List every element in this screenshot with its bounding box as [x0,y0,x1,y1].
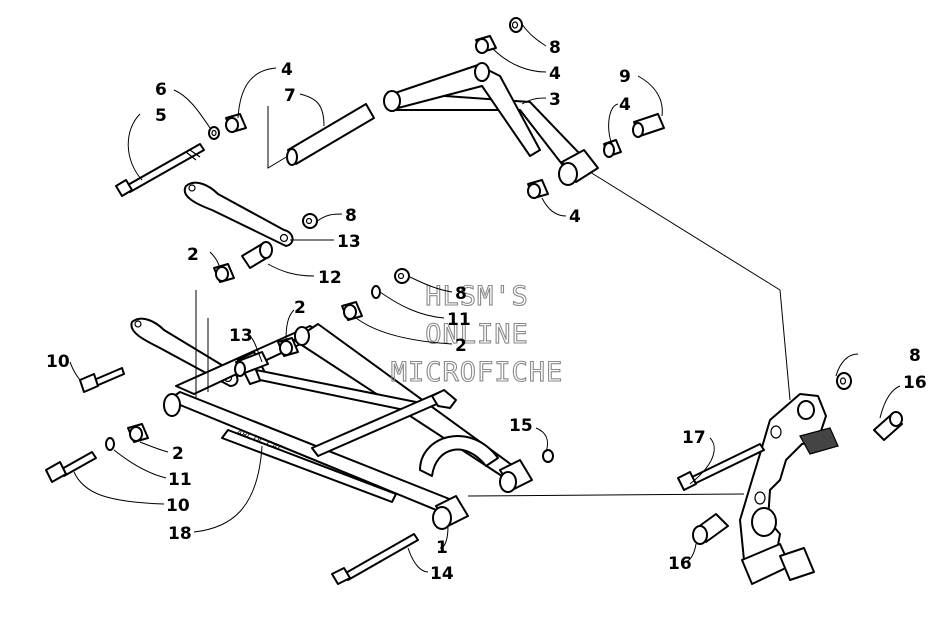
callout-4-a: 4 [549,64,561,84]
watermark-line-3: MICROFICHE [391,357,564,388]
callout-10-b: 10 [166,496,190,516]
callout-6: 6 [155,80,167,100]
callout-2-c: 2 [294,298,306,318]
watermark-line-2: ONLINE [425,319,529,350]
bushing-upper-front [527,179,549,199]
callout-8-b: 8 [345,206,357,226]
bracket-lower [431,389,457,409]
callout-2-a: 2 [187,245,199,265]
lower-a-arm: ARCTIC CAT [163,323,533,530]
bolt-sleeve-12 [241,241,273,269]
callout-15: 15 [509,416,533,436]
callout-2-b: 2 [455,336,467,356]
callout-17: 17 [682,428,706,448]
nut-lower-rear [394,268,410,284]
callout-12: 12 [318,268,342,288]
callout-13-a: 13 [337,232,361,252]
callout-13-b: 13 [229,326,253,346]
bushing-lower-left [127,423,149,443]
callouts: 8 4 4 7 6 5 3 9 4 4 8 13 2 12 8 11 2 2 1… [46,38,927,584]
callout-4-b: 4 [281,60,293,80]
callout-8-c: 8 [455,284,467,304]
bushing-mid-2 [213,263,235,283]
callout-8-a: 8 [549,38,561,58]
callout-5: 5 [155,106,167,126]
upper-a-arm [383,62,599,186]
bushing-knuckle-16b [692,513,729,545]
bushing-upper-rear [475,35,497,54]
bushing-upper-front-2 [603,139,622,158]
callout-2-d: 2 [172,444,184,464]
callout-18: 18 [168,524,192,544]
callout-11-a: 11 [447,310,471,330]
callout-16-a: 16 [903,373,927,393]
callout-11-b: 11 [168,470,192,490]
watermark-line-1: HLSM'S [425,281,529,312]
callout-8-d: 8 [909,346,921,366]
nut-link-upper [302,213,318,229]
washer-lower-rear [371,285,381,299]
bushing-upper-left [225,113,247,133]
bushing-knuckle-16a [873,411,903,441]
bushing-lower-rear [341,301,363,321]
callout-10-a: 10 [46,352,70,372]
watermark: HLSM'S ONLINE MICROFICHE [390,280,564,388]
callout-4-d: 4 [569,207,581,227]
bolt-upper [115,143,205,197]
bushing-lower-mid [277,337,299,357]
steering-knuckle [739,393,839,585]
bolt-lower-front-14 [331,533,419,585]
nut-knuckle-8 [836,372,852,390]
assembly-lines [195,106,791,497]
washer-lower-left [105,437,115,451]
bolt-lower-left [45,451,97,483]
sleeve-upper [286,103,375,166]
spacer-upper-front [632,113,665,138]
callout-1: 1 [436,538,448,558]
nut-lower-front-15 [542,449,554,463]
callout-3: 3 [549,90,561,110]
callout-4-c: 4 [619,95,631,115]
nut-upper-rear [509,17,523,33]
washer-upper [208,126,220,140]
callout-leaders [69,23,901,573]
callout-14: 14 [430,564,454,584]
callout-7: 7 [284,86,296,106]
callout-16-b: 16 [668,554,692,574]
bolt-link-lower [79,367,125,393]
link-upper [183,181,294,247]
callout-9: 9 [619,67,631,87]
